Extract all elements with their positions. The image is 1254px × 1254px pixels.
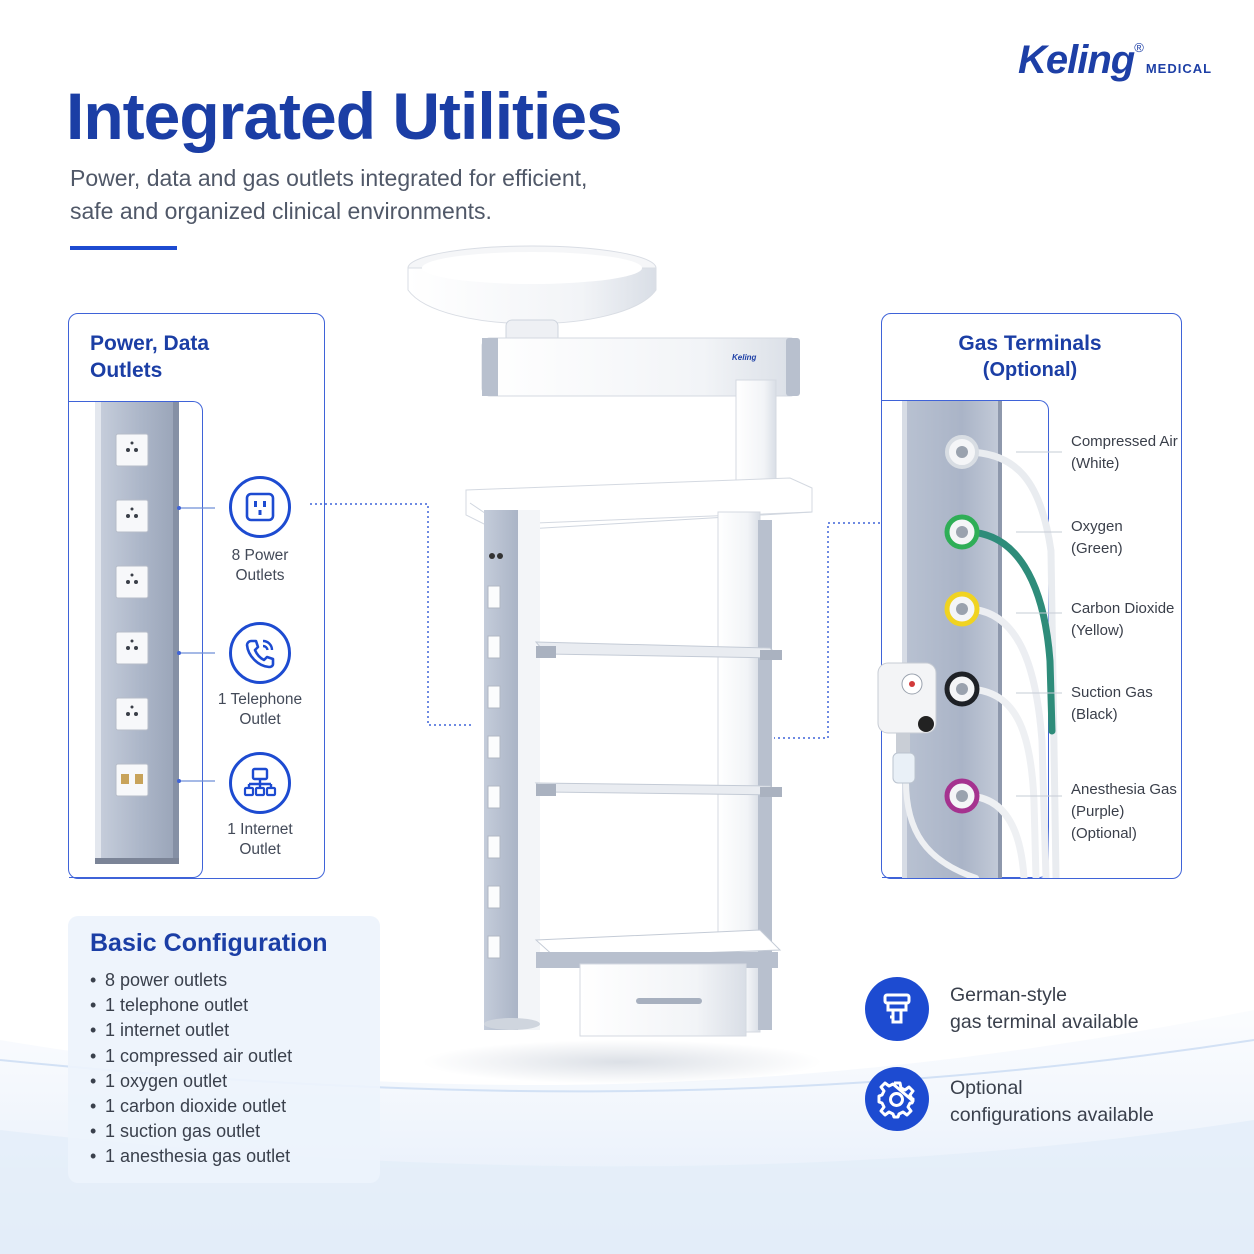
gas-panel-title: Gas Terminals (Optional) bbox=[882, 330, 1198, 384]
list-item: 8 power outlets bbox=[90, 968, 292, 993]
suction-regulator bbox=[877, 662, 937, 784]
subtitle-line-2: safe and organized clinical environments… bbox=[70, 198, 492, 224]
telephone-outlet-label: 1 Telephone Outlet bbox=[200, 690, 320, 730]
gas-label-carbon-dioxide: Carbon Dioxide (Yellow) bbox=[1071, 598, 1174, 642]
page-subtitle: Power, data and gas outlets integrated f… bbox=[70, 162, 670, 228]
power-outlet-icon bbox=[229, 476, 291, 538]
list-item: 1 carbon dioxide outlet bbox=[90, 1094, 292, 1119]
gas-name-suction: Suction Gas bbox=[1071, 684, 1153, 701]
feature-optional-line-2: configurations available bbox=[950, 1104, 1154, 1126]
gas-name-oxygen: Oxygen bbox=[1071, 518, 1123, 535]
power-outlets-text: Outlets bbox=[235, 567, 285, 584]
brand-logo: Keling®MEDICAL bbox=[1018, 38, 1212, 88]
pendant-brand-label: Keling bbox=[732, 353, 757, 362]
telephone-icon bbox=[229, 622, 291, 684]
subtitle-line-1: Power, data and gas outlets integrated f… bbox=[70, 165, 588, 191]
power-panel-title-line-1: Power, Data bbox=[90, 332, 210, 355]
list-item: 1 suction gas outlet bbox=[90, 1119, 292, 1144]
page-title: Integrated Utilities bbox=[66, 79, 623, 153]
gas-panel-title-text: Gas Terminals bbox=[958, 332, 1102, 355]
power-outlet-socket bbox=[115, 433, 149, 797]
power-outlets-label: 8 Power Outlets bbox=[200, 546, 320, 586]
internet-outlet-text: Outlet bbox=[239, 841, 281, 858]
basic-configuration-list: 8 power outlets 1 telephone outlet 1 int… bbox=[90, 968, 292, 1170]
gear-icon bbox=[865, 1067, 929, 1131]
gas-color-green: (Green) bbox=[1071, 540, 1123, 557]
gas-optional-note: (Optional) bbox=[1071, 825, 1137, 842]
power-panel-title-line-2: Outlets bbox=[90, 359, 163, 382]
list-item: 1 compressed air outlet bbox=[90, 1044, 292, 1069]
basic-configuration-title: Basic Configuration bbox=[90, 929, 328, 957]
gas-label-suction: Suction Gas (Black) bbox=[1071, 682, 1153, 726]
power-column-frame bbox=[69, 401, 203, 878]
dotted-connectors bbox=[310, 503, 880, 739]
list-item: 1 internet outlet bbox=[90, 1018, 292, 1043]
logo-division: MEDICAL bbox=[1145, 61, 1213, 76]
title-accent-line bbox=[70, 246, 177, 250]
gas-label-oxygen: Oxygen (Green) bbox=[1071, 516, 1123, 560]
gas-terminal-icon bbox=[865, 977, 929, 1041]
gas-name-anesthesia: Anesthesia Gas bbox=[1071, 781, 1177, 798]
feature-german-terminal-line-1: German-style bbox=[950, 984, 1068, 1006]
feature-german-terminal-line-2: gas terminal available bbox=[950, 1011, 1139, 1033]
telephone-outlet-count: 1 Telephone bbox=[217, 691, 303, 708]
gas-label-anesthesia: Anesthesia Gas (Purple) (Optional) bbox=[1071, 779, 1177, 845]
power-outlets-count: 8 Power bbox=[231, 547, 289, 564]
gas-column-illustration bbox=[877, 401, 1062, 878]
list-item: 1 telephone outlet bbox=[90, 993, 292, 1018]
logo-registered-mark: ® bbox=[1134, 40, 1144, 55]
gas-color-purple: (Purple) bbox=[1071, 803, 1125, 820]
feature-optional-line-1: Optional bbox=[950, 1077, 1023, 1099]
feature-optional-configurations: Optional configurations available bbox=[950, 1075, 1154, 1129]
pendant-illustration: Keling bbox=[407, 245, 813, 1037]
gas-name-compressed-air: Compressed Air bbox=[1071, 433, 1178, 450]
gas-name-carbon-dioxide: Carbon Dioxide bbox=[1071, 600, 1175, 617]
network-icon bbox=[229, 752, 291, 814]
logo-wordmark: Keling bbox=[1018, 38, 1135, 82]
gas-color-black: (Black) bbox=[1071, 706, 1118, 723]
gas-panel-subtitle: (Optional) bbox=[982, 359, 1078, 381]
list-item: 1 anesthesia gas outlet bbox=[90, 1144, 292, 1169]
gas-color-white: (White) bbox=[1071, 455, 1120, 472]
telephone-outlet-text: Outlet bbox=[239, 711, 281, 728]
power-column-illustration bbox=[95, 402, 215, 864]
gas-label-compressed-air: Compressed Air (White) bbox=[1071, 431, 1178, 475]
list-item: 1 oxygen outlet bbox=[90, 1069, 292, 1094]
feature-german-terminal: German-style gas terminal available bbox=[950, 982, 1139, 1036]
power-panel-title: Power, Data Outlets bbox=[90, 330, 290, 384]
internet-outlet-label: 1 Internet Outlet bbox=[200, 820, 320, 860]
internet-outlet-count: 1 Internet bbox=[227, 821, 293, 838]
gas-color-yellow: (Yellow) bbox=[1071, 622, 1124, 639]
